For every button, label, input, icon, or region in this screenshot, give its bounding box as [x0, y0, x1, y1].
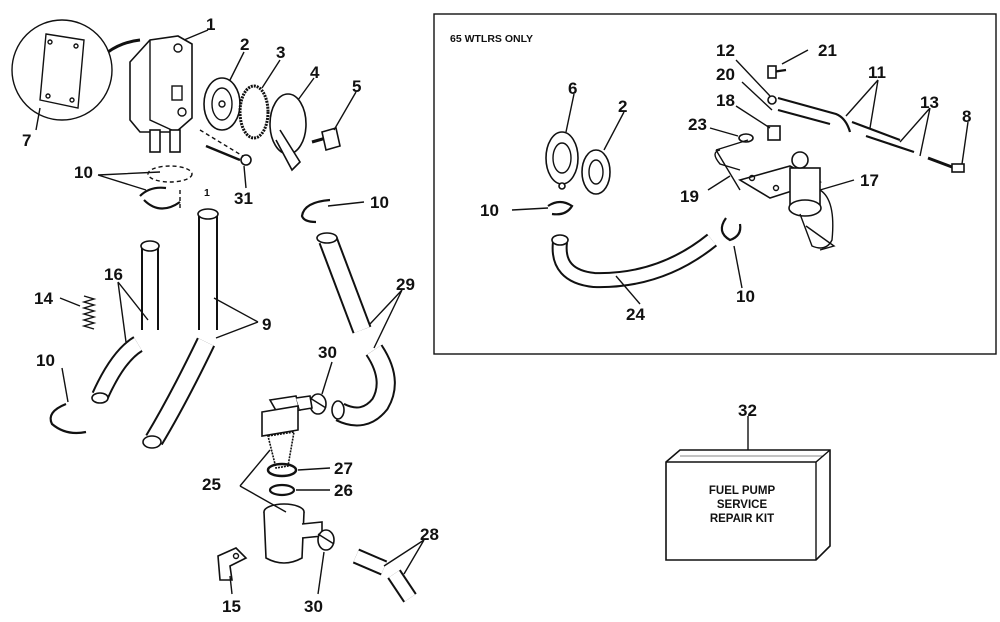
inset-callout-12: 12: [716, 41, 735, 60]
inset-washer-23: [738, 133, 754, 143]
clamp-30-lower: [317, 529, 335, 551]
inset-callout-11: 11: [868, 63, 886, 82]
clamp-30-upper: [309, 393, 327, 415]
fuel-hose-28: [352, 548, 417, 603]
inset-screw-21: [767, 65, 787, 79]
callout-10-b: 10: [36, 351, 55, 370]
kit-label-line3: REPAIR KIT: [710, 513, 774, 525]
inset-callout-18: 18: [716, 91, 735, 110]
callout-3: 3: [276, 43, 285, 62]
inset-hose-24: [551, 233, 718, 289]
callout-5: 5: [352, 77, 361, 96]
fuel-hose-9: [142, 208, 219, 449]
gasket-detail: [11, 19, 141, 121]
leader-lines: [35, 29, 425, 595]
inset-callout-21: 21: [818, 41, 837, 60]
kit-label-line2: SERVICE: [717, 499, 768, 511]
inset-bushing-18: [767, 125, 781, 141]
callout-29: 29: [396, 275, 415, 294]
inset-electric-pump-17: [714, 149, 834, 249]
callout-7: 7: [22, 131, 31, 150]
inset-diaphragm-6: [545, 131, 579, 190]
inset-diaphragm-2: [581, 149, 611, 195]
inset-callout-10-a: 10: [480, 201, 499, 220]
inset-callout-10-b: 10: [736, 287, 755, 306]
callout-10-a: 10: [74, 163, 93, 182]
callout-32: 32: [738, 401, 757, 420]
kit-label-line1: FUEL PUMP: [709, 485, 776, 497]
callout-1: 1: [206, 15, 215, 34]
inset-terminal-8: [927, 156, 965, 173]
callout-15: 15: [222, 597, 241, 616]
inset-callout-13: 13: [920, 93, 939, 112]
filter-cover: [261, 395, 313, 469]
inset-callout-8: 8: [962, 107, 971, 126]
repair-kit-box: [665, 416, 831, 561]
inset-bracket-19: [715, 139, 836, 251]
inset-callout-20: 20: [716, 65, 735, 84]
diaphragm: [203, 77, 241, 131]
cover-screw: [311, 126, 341, 152]
inset-callout-17: 17: [860, 171, 879, 190]
callout-4: 4: [310, 63, 320, 82]
inset-callout-24: 24: [626, 305, 645, 324]
fuel-hose-16: [91, 240, 160, 404]
fuel-hose-29: [316, 232, 396, 427]
callout-25: 25: [202, 475, 221, 494]
hose-clamp-lower: [49, 402, 87, 435]
callout-27: 27: [334, 459, 353, 478]
bracket: [217, 547, 248, 581]
inset-title: 65 WTLRS ONLY: [450, 33, 533, 45]
callout-28: 28: [420, 525, 439, 544]
inset-box: [433, 13, 997, 355]
inset-callout-2: 2: [618, 97, 627, 116]
pump-cover: [269, 93, 307, 172]
callout-10-c: 10: [370, 193, 389, 212]
o-rings: [266, 462, 298, 497]
spring: [81, 295, 97, 330]
callout-31: 31: [234, 189, 253, 208]
fuel-pump-body: [129, 35, 193, 153]
filter-bowl: [263, 503, 323, 564]
callout-30-b: 30: [304, 597, 323, 616]
callout-2: 2: [240, 35, 249, 54]
inset-clamp-10-right: [720, 217, 742, 242]
hose-clamp: [139, 165, 193, 210]
inset-callout-6: 6: [568, 79, 577, 98]
callout-9: 9: [262, 315, 271, 334]
inset-callout-23: 23: [688, 115, 707, 134]
figure-note: 1: [204, 187, 210, 199]
callout-26: 26: [334, 481, 353, 500]
inset-wires-11: [767, 95, 915, 154]
callout-14: 14: [34, 289, 53, 308]
hose-clamp-right: [300, 198, 331, 224]
filter-screen: [238, 84, 270, 140]
inset-callout-19: 19: [680, 187, 699, 206]
inset-leader-lines: [511, 49, 969, 305]
callout-16: 16: [104, 265, 123, 284]
callout-30-a: 30: [318, 343, 337, 362]
mounting-screw: [199, 129, 252, 166]
inset-clamp-10-left: [547, 200, 574, 216]
